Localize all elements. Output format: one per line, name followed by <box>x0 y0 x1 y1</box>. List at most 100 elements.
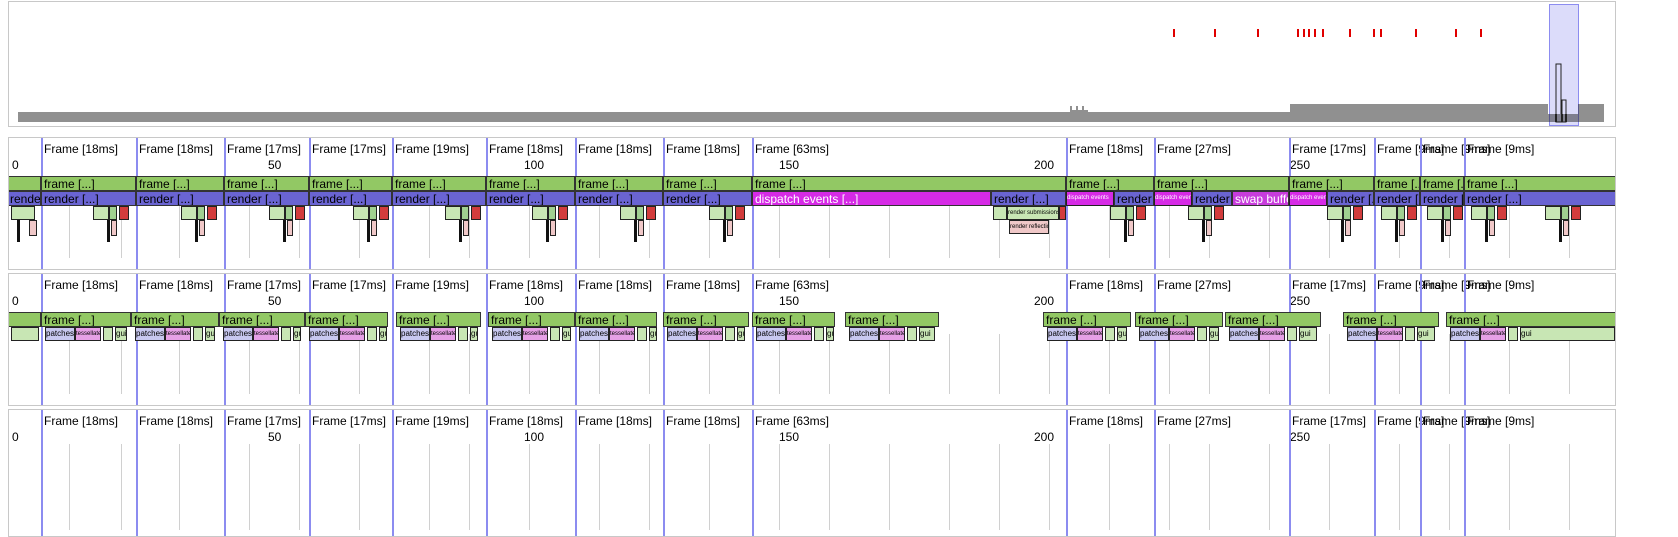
patches-span[interactable]: patches <box>849 327 879 341</box>
gui-span[interactable]: gui <box>737 327 745 341</box>
patches-span[interactable]: patches <box>223 327 253 341</box>
frame-span[interactable]: frame [...] <box>488 312 575 327</box>
dispatch-events-span[interactable]: dispatch events <box>1289 191 1327 206</box>
patches-span[interactable]: patches <box>756 327 786 341</box>
gui-span[interactable]: gui <box>562 327 571 341</box>
frame-span[interactable]: frame [...] <box>1135 312 1223 327</box>
render-span[interactable]: render [...] <box>1464 191 1615 206</box>
tessellate-span[interactable]: tessellate <box>430 327 456 341</box>
frame-span[interactable]: frame [...] <box>663 176 752 191</box>
patches-span[interactable]: patches <box>1450 327 1480 341</box>
patches-span[interactable]: patches <box>135 327 165 341</box>
patches-span[interactable]: patches <box>400 327 430 341</box>
patches-span[interactable]: patches <box>45 327 75 341</box>
frame-label[interactable]: Frame [17ms] <box>312 414 387 428</box>
frame-label[interactable]: Frame [18ms] <box>578 142 653 156</box>
frame-label[interactable]: Frame [9ms] <box>1377 278 1445 292</box>
gui-span[interactable]: gui <box>1520 327 1615 341</box>
frame-label[interactable]: Frame [9ms] <box>1467 142 1535 156</box>
frame-label[interactable]: Frame [17ms] <box>1292 414 1367 428</box>
gui-span[interactable]: gui <box>205 327 215 341</box>
frame-span[interactable]: frame [...] <box>1066 176 1154 191</box>
gui-span[interactable]: gui <box>379 327 387 341</box>
frame-span[interactable]: frame [...] <box>752 312 835 327</box>
tessellate-span[interactable]: tessellate <box>879 327 905 341</box>
patches-span[interactable]: patches <box>1139 327 1169 341</box>
frame-span[interactable]: frame [...] <box>41 312 131 327</box>
frame-label[interactable]: Frame [19ms] <box>395 278 470 292</box>
frame-span[interactable]: frame [...] <box>136 176 224 191</box>
frame-span[interactable]: frame [...] <box>752 176 1066 191</box>
frame-span[interactable]: frame [...] <box>309 176 392 191</box>
frame-span[interactable]: frame [...] <box>1289 176 1374 191</box>
patches-span[interactable]: patches <box>667 327 697 341</box>
frame-label[interactable]: Frame [18ms] <box>139 278 214 292</box>
frame-label[interactable]: Frame [18ms] <box>1069 414 1144 428</box>
frame-label[interactable]: Frame [18ms] <box>489 414 564 428</box>
frame-span[interactable]: frame [...] <box>305 312 388 327</box>
frame-span[interactable] <box>9 176 41 191</box>
tessellate-span[interactable]: tessellate <box>339 327 365 341</box>
patches-span[interactable]: patches <box>1229 327 1259 341</box>
render-span[interactable]: render [...] <box>1327 191 1374 206</box>
frame-label[interactable]: Frame [18ms] <box>489 142 564 156</box>
render-span[interactable]: render [...] <box>1114 191 1154 206</box>
timeline-track-empty[interactable]: Frame [18ms] Frame [18ms] Frame [17ms] Fram… <box>8 409 1616 537</box>
render-span[interactable]: render [...] <box>392 191 486 206</box>
gui-span[interactable]: gui <box>826 327 834 341</box>
tessellate-span[interactable]: tessellate <box>253 327 279 341</box>
frame-span[interactable]: frame [...] <box>845 312 939 327</box>
render-span[interactable]: render [...] <box>136 191 224 206</box>
gui-span[interactable]: gui <box>649 327 657 341</box>
frame-label[interactable]: Frame [18ms] <box>44 278 119 292</box>
dispatch-events-span[interactable]: dispatch events [...] <box>752 191 991 206</box>
frame-label[interactable]: Frame [18ms] <box>666 142 741 156</box>
frame-label[interactable]: Frame [9ms] <box>1467 278 1535 292</box>
frame-label[interactable]: Frame [17ms] <box>312 142 387 156</box>
frame-label[interactable]: Frame [17ms] <box>312 278 387 292</box>
frame-span[interactable]: frame [...] <box>1446 312 1615 327</box>
frame-span[interactable]: frame [...] <box>41 176 136 191</box>
tessellate-span[interactable]: tessellate <box>1377 327 1403 341</box>
frame-label[interactable]: Frame [19ms] <box>395 142 470 156</box>
frame-label[interactable]: Frame [18ms] <box>1069 278 1144 292</box>
frame-label[interactable]: Frame [18ms] <box>1069 142 1144 156</box>
frame-label[interactable]: Frame [9ms] <box>1423 414 1491 428</box>
gui-span[interactable]: gui <box>115 327 127 341</box>
overview-panel[interactable] <box>8 1 1616 127</box>
gui-span[interactable]: gui <box>1209 327 1219 341</box>
render-span[interactable]: render [...] <box>224 191 309 206</box>
frame-span[interactable] <box>9 312 41 327</box>
render-span[interactable]: render [...] <box>309 191 392 206</box>
frame-span[interactable]: frame [...] <box>396 312 481 327</box>
render-span[interactable]: render [...] <box>486 191 575 206</box>
gui-span[interactable]: gui <box>470 327 478 341</box>
frame-label[interactable]: Frame [17ms] <box>1292 142 1367 156</box>
patches-span[interactable]: patches <box>309 327 339 341</box>
frame-span[interactable]: frame [...] <box>486 176 575 191</box>
frame-label[interactable]: Frame [27ms] <box>1157 142 1232 156</box>
frame-label[interactable]: Frame [9ms] <box>1377 142 1445 156</box>
overview-selection-window[interactable] <box>1549 4 1579 126</box>
tessellate-span[interactable]: tessellate <box>75 327 101 341</box>
tessellate-span[interactable]: tessellate <box>1480 327 1506 341</box>
render-span[interactable]: render [...] <box>9 191 41 206</box>
patches-span[interactable]: patches <box>1347 327 1377 341</box>
swap-buffers-span[interactable]: swap buffers <box>1232 191 1289 206</box>
frame-label[interactable]: Frame [18ms] <box>44 414 119 428</box>
tessellate-span[interactable]: tessellate <box>786 327 812 341</box>
dispatch-events-span[interactable]: dispatch events <box>1066 191 1114 206</box>
frame-label[interactable]: Frame [18ms] <box>666 278 741 292</box>
gui-span[interactable]: gui <box>1417 327 1435 341</box>
render-span[interactable]: render [...] <box>663 191 752 206</box>
frame-label[interactable]: Frame [19ms] <box>395 414 470 428</box>
frame-label[interactable]: Frame [9ms] <box>1467 414 1535 428</box>
tessellate-span[interactable]: tessellate <box>1077 327 1103 341</box>
frame-span[interactable]: frame [...] <box>219 312 305 327</box>
tessellate-span[interactable]: tessellate <box>609 327 635 341</box>
timeline-track-gpu[interactable]: Frame [18ms] Frame [18ms] Frame [17ms] Fram… <box>8 273 1616 406</box>
patches-span[interactable]: patches <box>492 327 522 341</box>
frame-label[interactable]: Frame [9ms] <box>1423 142 1491 156</box>
patches-span[interactable]: patches <box>1047 327 1077 341</box>
tessellate-span[interactable]: tessellate <box>1169 327 1195 341</box>
